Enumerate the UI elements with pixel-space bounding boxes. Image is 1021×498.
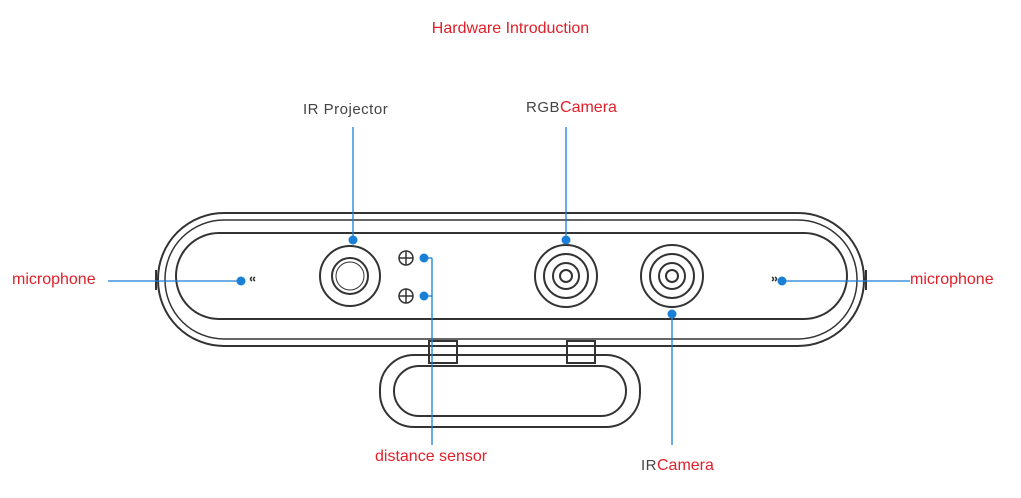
device-stand xyxy=(379,340,641,428)
callout-dots xyxy=(236,235,787,319)
rgb-camera-label-prefix: RGB xyxy=(526,99,561,116)
microphone-right-label: microphone xyxy=(910,271,994,288)
rgb-camera-lens xyxy=(534,244,598,308)
ir-projector-lens xyxy=(319,245,381,307)
distance-sensor-lower xyxy=(398,288,414,304)
rgb-camera-label: RGBCamera xyxy=(526,99,617,117)
rgb-camera-label-suffix: Camera xyxy=(560,99,617,116)
callout-lines xyxy=(108,127,910,445)
distance-sensor-label: distance sensor xyxy=(375,448,488,465)
microphone-left-label: microphone xyxy=(12,271,96,288)
ir-camera-label-prefix: IR xyxy=(641,457,657,474)
microphone-hole-left xyxy=(249,276,256,282)
ir-camera-lens xyxy=(640,244,704,308)
ir-projector-label: IR Projector xyxy=(303,101,389,118)
device-body xyxy=(155,212,867,347)
ir-camera-label: IRCamera xyxy=(641,457,714,475)
ir-camera-label-suffix: Camera xyxy=(657,457,714,474)
distance-sensor-upper xyxy=(398,250,414,266)
diagram-title: Hardware Introduction xyxy=(431,20,590,37)
microphone-hole-right xyxy=(771,276,778,282)
